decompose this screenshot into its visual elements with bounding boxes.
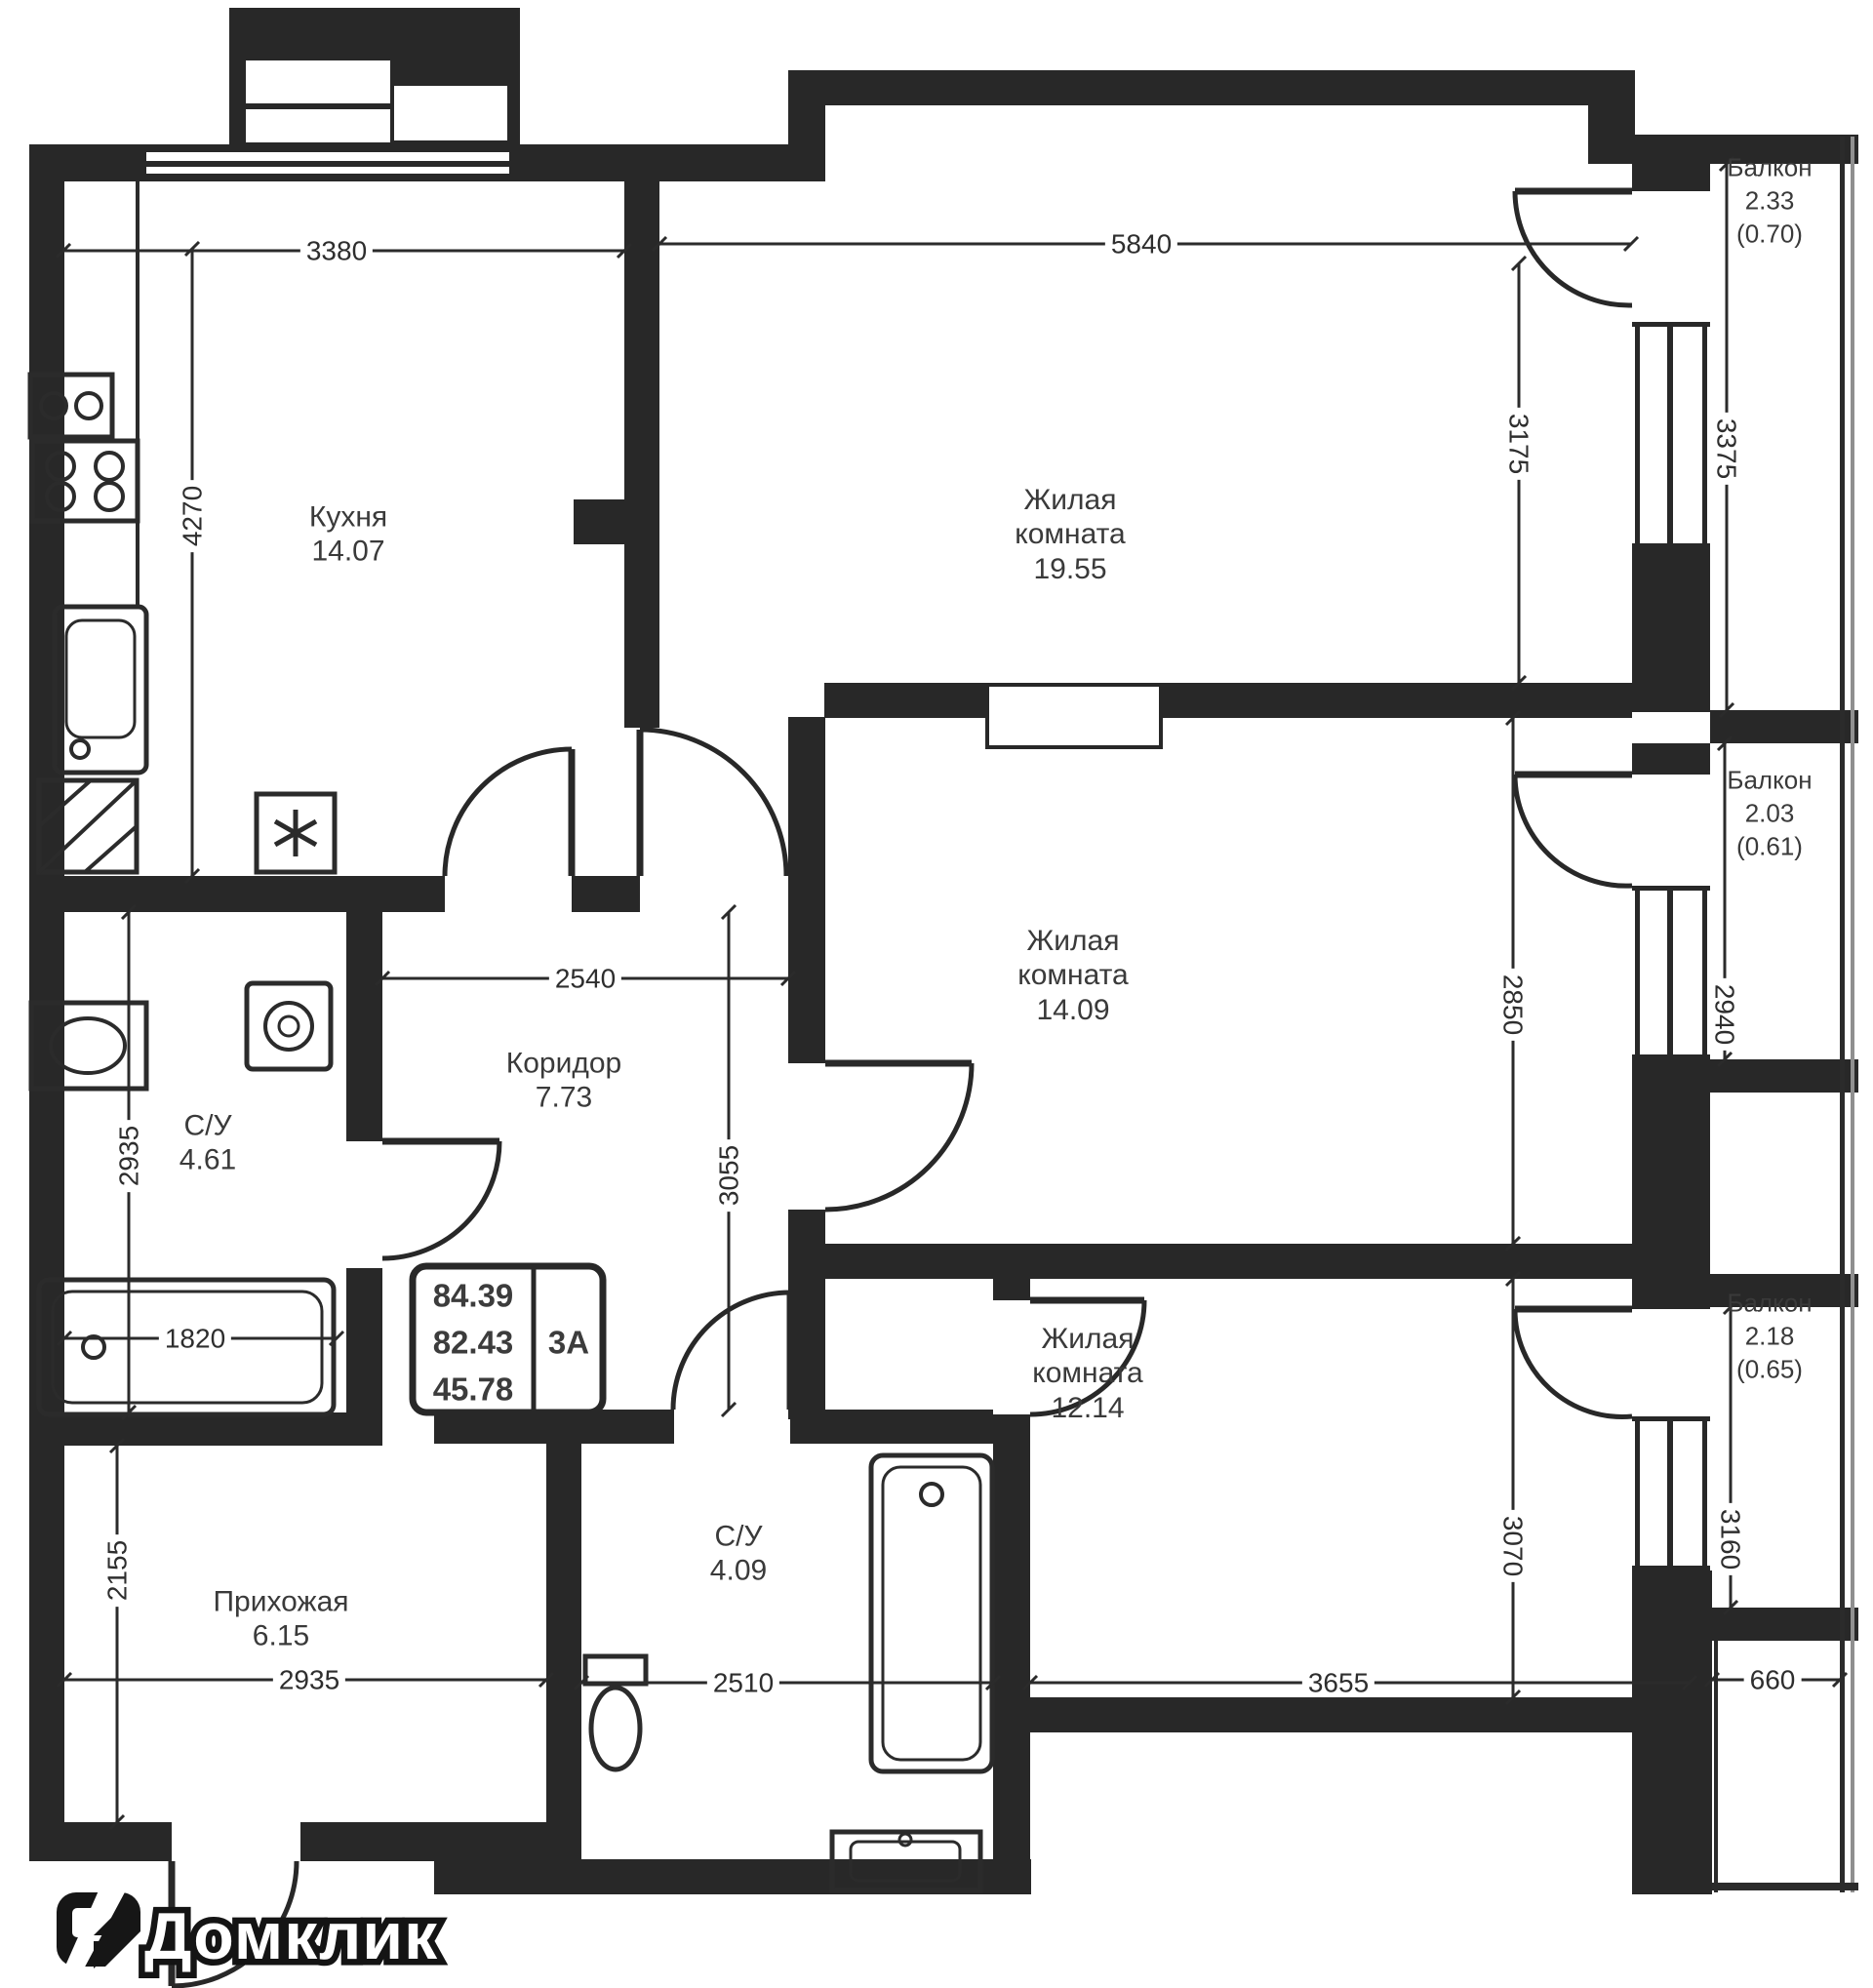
dim-3055: 3055 [713,1138,743,1213]
room-area-reduced: (0.61) [1736,830,1803,860]
room-name: Коридор [505,1047,622,1080]
dim-3375: 3375 [1712,412,1742,486]
room-name: Прихожая [213,1585,349,1618]
dim-3160: 3160 [1716,1502,1746,1576]
room-label-balcony-mid: Балкон 2.03 (0.61) [1727,764,1812,862]
dim-3175: 3175 [1504,407,1534,481]
stamp-total-area: 84.39 [432,1277,514,1314]
room-area: 14.07 [311,536,385,568]
walls [29,8,1858,1894]
dim-3070: 3070 [1498,1509,1529,1583]
room-area-reduced: (0.70) [1736,218,1803,248]
stamp-living-area: 45.78 [432,1371,514,1408]
wall-openings [146,60,1163,749]
room-label-corridor: Коридор 7.73 [506,1047,621,1116]
room-name: Балкон [1727,152,1813,182]
dim-2935-v: 2935 [113,1119,143,1193]
room-name: Жилая комната [1015,483,1126,551]
room-area: 12.14 [1051,1391,1125,1424]
room-area: 2.33 [1744,185,1795,216]
room-area: 19.55 [1033,552,1107,585]
room-label-living-bottom: Жилая комната 12.14 [1005,1322,1171,1425]
domclick-logo-text: Домклик [144,1899,438,1973]
dim-2510: 2510 [706,1668,780,1697]
dimension-lines [55,155,1849,1831]
dim-660: 660 [1743,1665,1802,1694]
room-label-bathroom-bottom: С/У 4.09 [710,1520,767,1589]
balcony-glazing [1712,137,1858,1892]
room-label-balcony-bottom: Балкон 2.18 (0.65) [1727,1287,1812,1385]
stamp-reduced-area: 82.43 [432,1324,514,1361]
dim-2940: 2940 [1710,977,1740,1052]
stamp-unit-type: 3А [547,1324,590,1361]
dim-2540: 2540 [548,964,622,993]
kitchen-fixtures [27,181,338,875]
room-name: Жилая комната [1017,924,1129,992]
bathroom-top-fixtures [28,980,337,1417]
room-label-bathroom-top: С/У 4.61 [179,1109,236,1178]
dim-2850: 2850 [1498,968,1529,1042]
doors [168,187,1633,1988]
room-label-hallway: Прихожая 6.15 [213,1585,348,1654]
room-name: Балкон [1727,1288,1813,1318]
dim-2155: 2155 [101,1533,132,1608]
dim-5840: 5840 [1104,229,1178,258]
bathroom-bottom-fixtures [582,1452,995,1893]
room-area: 6.15 [252,1620,310,1652]
apartment-stamp [409,1262,607,1416]
room-area-reduced: (0.65) [1736,1353,1803,1383]
room-label-balcony-top: Балкон 2.33 (0.70) [1727,151,1812,250]
room-area: 4.61 [179,1144,237,1176]
dim-3380: 3380 [299,236,374,265]
room-area: 4.09 [709,1555,768,1587]
room-label-living-mid: Жилая комната 14.09 [990,924,1156,1027]
room-name: С/У [183,1109,232,1142]
dim-2935-h: 2935 [272,1665,346,1694]
room-area: 2.18 [1744,1321,1795,1351]
room-area: 7.73 [535,1082,593,1114]
dim-3655: 3655 [1301,1668,1375,1697]
room-name: С/У [714,1520,763,1553]
room-label-living-top: Жилая комната 19.55 [987,483,1153,586]
domclick-logo-icon [57,1889,140,1972]
room-label-kitchen: Кухня 14.07 [309,500,387,570]
room-area: 14.09 [1036,993,1110,1026]
room-name: Жилая комната [1032,1322,1143,1390]
dim-1820: 1820 [158,1324,232,1353]
balcony-windows [1632,322,1710,1571]
fridge-snowflake-icon [273,810,318,856]
room-area: 2.03 [1744,798,1795,828]
dim-4270: 4270 [177,479,207,553]
room-name: Балкон [1727,765,1813,795]
room-name: Кухня [308,500,388,534]
